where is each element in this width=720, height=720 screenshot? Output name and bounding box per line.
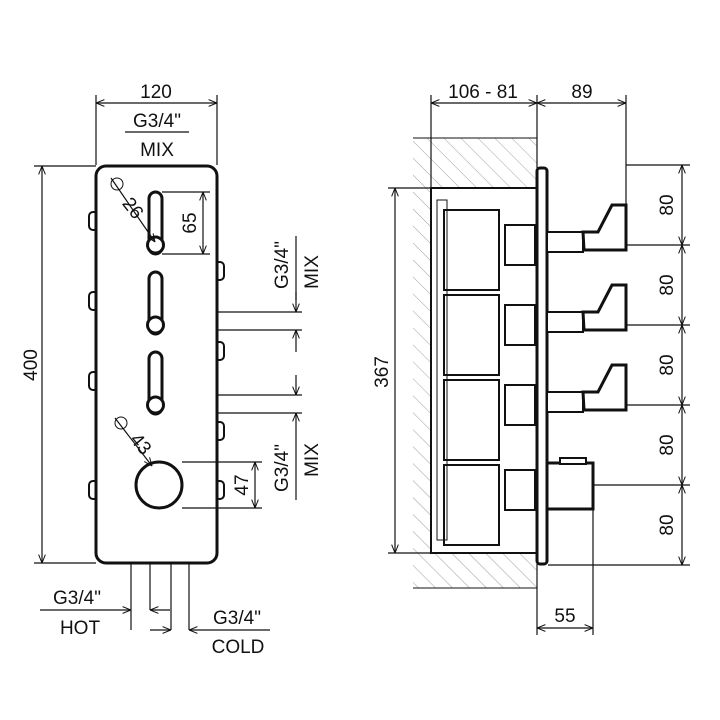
spacing-dimension-5: 80 [657,514,678,535]
handle-height-dimension: 65 [180,212,201,233]
width-dimension: 120 [140,82,172,103]
spacing-dimension-2: 80 [657,274,678,295]
right-lower-port-label: MIX [302,443,323,477]
top-port-label: MIX [140,140,174,161]
spacing-dimension-3: 80 [657,354,678,375]
spacing-dimension-4: 80 [657,434,678,455]
lever-handles [146,190,165,416]
top-port-size: G3/4" [133,111,181,132]
side-levers [545,203,628,511]
depth-dimension: 106 - 81 [448,82,518,103]
thermostat-knob [134,460,184,510]
hot-port-label: HOT [60,618,101,639]
valve-body [430,187,540,554]
spacing-dimension-1: 80 [657,194,678,215]
projection-dimension: 89 [571,82,592,103]
right-lower-port-size: G3/4" [272,444,293,492]
height-dimension-400: 400 [21,349,42,381]
knob-height-dimension: 47 [232,474,253,495]
cold-port-size: G3/4" [213,608,261,629]
right-upper-port-size: G3/4" [272,241,293,289]
side-height-dimension: 367 [372,356,393,388]
cold-port-label: COLD [212,637,265,658]
knob-projection-dimension: 55 [554,606,575,627]
hot-port-size: G3/4" [53,588,101,609]
front-view: 120 G3/4" MIX 400 [21,82,323,658]
right-upper-port-label: MIX [302,255,323,289]
side-cover-plate [535,166,549,566]
side-view: 106 - 81 89 [372,82,690,635]
